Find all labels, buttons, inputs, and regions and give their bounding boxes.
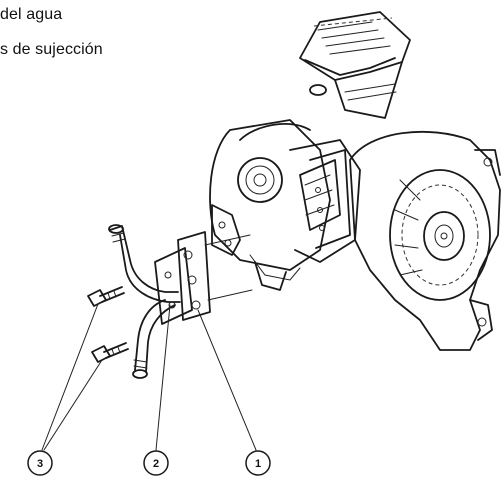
- callout-1: 1: [245, 450, 271, 476]
- caption-line-1: del agua: [0, 6, 63, 23]
- callout-2: 2: [143, 450, 169, 476]
- gasket-flange: [177, 231, 253, 321]
- water-pipe: [108, 224, 193, 379]
- bolt-lower: [91, 342, 129, 363]
- callout-3-label: 3: [37, 458, 43, 470]
- caption-line-2: s de sujección: [0, 41, 103, 58]
- center-section: [289, 139, 361, 263]
- compressor-housing: [349, 130, 501, 351]
- bolt-upper: [87, 286, 125, 307]
- mounting-bolts: [87, 286, 129, 363]
- callout-3: 3: [27, 450, 53, 476]
- callout-1-label: 1: [255, 458, 261, 470]
- callout-2-label: 2: [153, 458, 159, 470]
- leader-lines: [41, 303, 257, 451]
- top-pipe-fitting: [299, 11, 411, 119]
